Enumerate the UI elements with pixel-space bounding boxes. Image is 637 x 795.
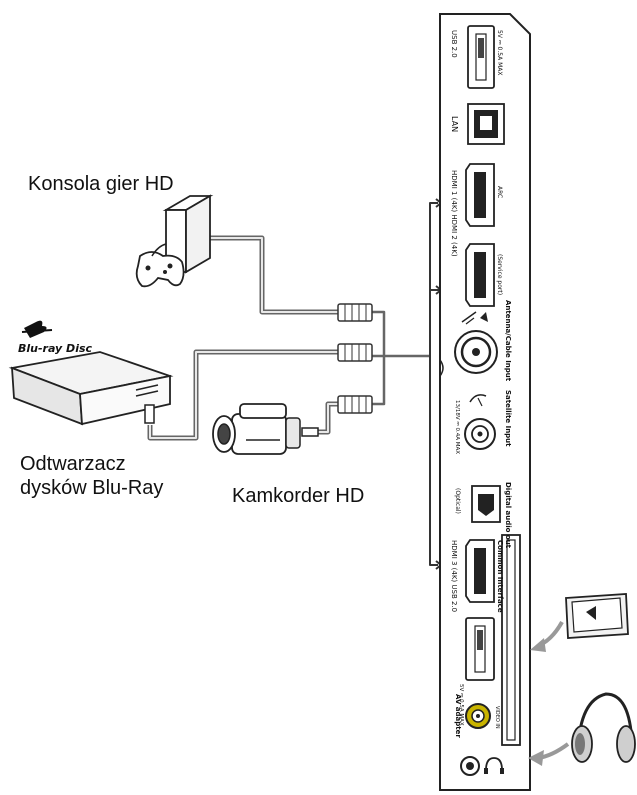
connection-bracket [429,202,438,566]
optical-label: (Optical) [454,488,461,514]
usb-rating-label: 5V ⎓ 0.5A MAX [496,30,503,75]
usb-port-label: USB 2.0 [450,30,458,58]
hdmi-plug [337,395,373,414]
usb-port [465,617,495,681]
hdmi3-usb-label: HDMI 3 (4K) USB 2.0 [450,540,458,612]
usb-port [467,25,495,89]
lan-port-label: LAN [450,116,459,132]
arrow-icon [528,742,570,766]
hdmi-port [465,163,495,227]
antenna-input-label: Antenna/Cable Input [504,300,512,382]
antenna-icon [461,311,488,325]
console-cable [205,235,338,315]
satellite-dish-icon [469,394,487,407]
antenna-port [454,330,498,374]
camcorder-label: Kamkorder HD [232,485,365,507]
satellite-input-label: Satellite Input [504,390,512,447]
hdmi-plug [337,303,373,322]
camcorder-icon [212,403,319,455]
lan-port [467,103,505,145]
hdmi-group-label: HDMI 1 (4K) HDMI 2 (4K) [450,170,458,257]
headphone-symbol-icon [484,757,504,774]
bluray-player-label-line1: Odtwarzacz [20,453,126,475]
hdmi-port [465,539,495,603]
satellite-rating-label: 13/18V ⎓ 0.4A MAX [454,400,460,454]
ci-card-icon [565,593,629,639]
tv-connector-panel [439,13,531,791]
usb2-rating-label: 5V ⎓ 0.5A MAX [458,684,464,726]
bluray-logo-text: Blu-ray Disc [18,342,93,355]
digital-audio-out-label: Digital audio out [504,482,512,549]
headphones-icon [571,692,636,763]
hdmi-port [465,243,495,307]
bluray-logo: Blu-ray Disc [18,320,93,355]
common-interface-label: Common Interface [496,540,504,613]
headphone-jack [460,756,480,776]
game-console-label: Konsola gier HD [28,173,174,195]
optical-audio-port [471,485,501,523]
game-console-icon [162,194,214,274]
video-in-label: VIDEO IN [494,706,500,729]
hdmi-plug [337,343,373,362]
av-adapter-port [465,703,491,729]
bluray-player-icon [8,351,174,426]
satellite-port [464,418,496,450]
bluray-player-label-line2: dysków Blu-Ray [20,477,164,499]
hdmi1-arc-label: ARC [496,186,503,198]
arrow-icon [530,621,564,652]
av-adapter-label: AV adapter [454,694,462,738]
gamepad-icon [135,243,185,288]
hdmi2-service-label: (Service port) [496,254,503,295]
